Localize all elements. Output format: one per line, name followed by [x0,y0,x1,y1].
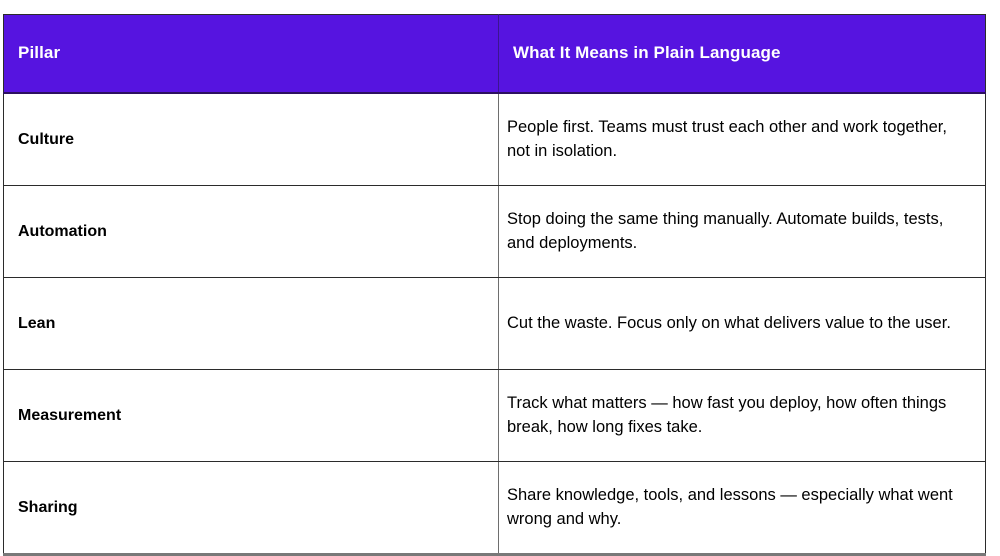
cell-pillar-meaning: Cut the waste. Focus only on what delive… [498,277,986,370]
cell-pillar-meaning: Track what matters — how fast you deploy… [498,369,986,462]
table-header: Pillar What It Means in Plain Language [3,14,986,94]
table-container: Pillar What It Means in Plain Language C… [3,14,986,556]
column-header-pillar: Pillar [3,14,499,94]
cell-pillar-name: Automation [3,185,499,278]
cell-pillar-name: Measurement [3,369,499,462]
table-body: Culture People first. Teams must trust e… [3,92,986,556]
cell-pillar-meaning: Stop doing the same thing manually. Auto… [498,185,986,278]
devops-pillars-table: Pillar What It Means in Plain Language C… [3,14,986,556]
cell-pillar-meaning: People first. Teams must trust each othe… [498,92,986,186]
column-header-meaning: What It Means in Plain Language [498,14,986,94]
cell-pillar-name: Lean [3,277,499,370]
cell-pillar-name: Sharing [3,461,499,556]
cell-pillar-name: Culture [3,92,499,186]
cell-pillar-meaning: Share knowledge, tools, and lessons — es… [498,461,986,556]
table-row: Culture People first. Teams must trust e… [3,92,986,186]
header-row: Pillar What It Means in Plain Language [3,14,986,94]
table-row: Sharing Share knowledge, tools, and less… [3,461,986,556]
table-row: Lean Cut the waste. Focus only on what d… [3,277,986,370]
table-row: Measurement Track what matters — how fas… [3,369,986,462]
table-row: Automation Stop doing the same thing man… [3,185,986,278]
